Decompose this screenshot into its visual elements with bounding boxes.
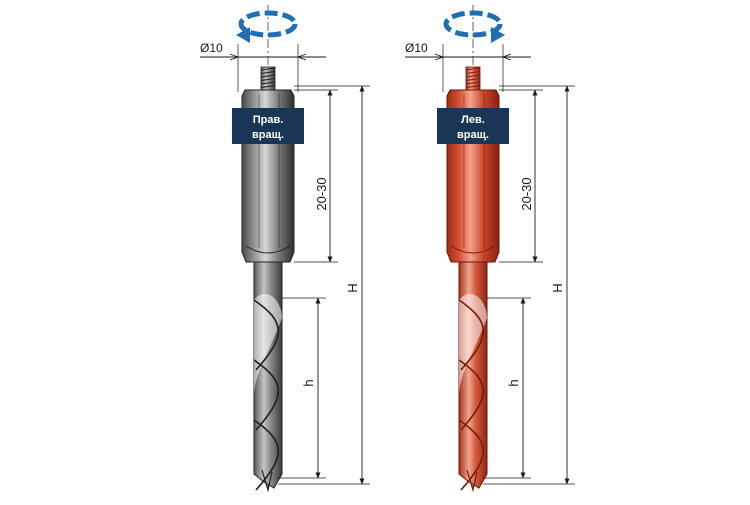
flute-edge (253, 419, 280, 491)
total-length-label: H (550, 283, 565, 292)
rotation-arrow-icon (238, 10, 298, 38)
flute-edge (253, 359, 280, 431)
thread-line (260, 71, 276, 74)
thread-line (465, 71, 481, 74)
flute-edge (253, 299, 280, 371)
thread-line (465, 81, 481, 85)
rotation-arrow-head-icon (236, 27, 250, 43)
hex-bottom-chamfer (450, 245, 496, 254)
rotation-badge (232, 108, 304, 144)
drill-tip (466, 469, 478, 493)
diameter-label: Ø10 (405, 41, 428, 55)
badge-line-2: вращ. (252, 129, 284, 141)
diameter-label: Ø10 (200, 41, 223, 55)
flute-length-label: h (506, 379, 521, 386)
thread-line (260, 85, 276, 88)
thread-line (465, 78, 481, 81)
rotation-arrow-head-icon (491, 27, 505, 43)
diameter-arrow-left (229, 53, 240, 61)
total-length-label: H (345, 283, 360, 292)
flute-edge (458, 359, 485, 431)
flute-edge (458, 419, 485, 491)
thread-line (260, 81, 276, 85)
badge-line-1: Прав. (253, 114, 284, 126)
shank-length-label: 20-30 (519, 177, 534, 210)
rotation-arrow-icon (443, 10, 503, 38)
drill-tip (261, 469, 273, 493)
thread-line (465, 67, 481, 71)
thread-line (465, 85, 481, 88)
rotation-badge (437, 108, 509, 144)
thread-line (260, 74, 276, 78)
badge-line-2: вращ. (457, 129, 489, 141)
diameter-arrow-right (501, 53, 512, 61)
shank-length-label: 20-30 (314, 177, 329, 210)
thread-line (465, 74, 481, 78)
thread-line (260, 78, 276, 81)
hex-bottom-chamfer (245, 245, 291, 254)
badge-line-1: Лев. (461, 114, 485, 126)
flute-edge (458, 299, 485, 371)
thread-line (260, 67, 276, 71)
diameter-arrow-left (434, 53, 445, 61)
flute-length-label: h (301, 379, 316, 386)
diameter-arrow-right (296, 53, 307, 61)
